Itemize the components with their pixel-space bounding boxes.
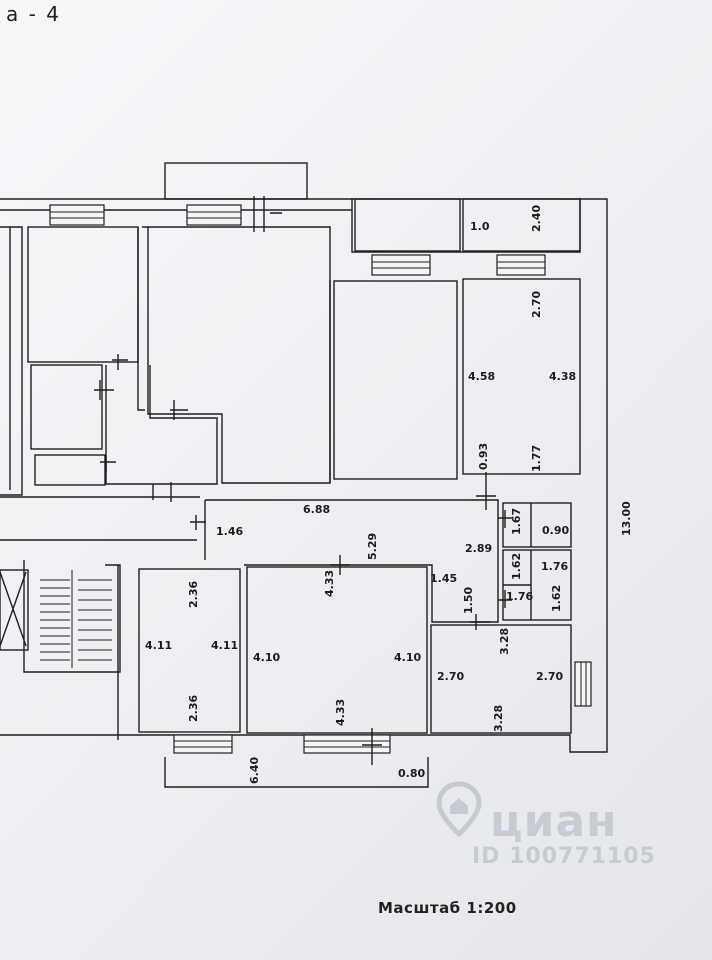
room-small-wc <box>30 364 103 450</box>
dim-room-s-top: 4.33 <box>323 570 336 597</box>
dim-corridor-left: 1.46 <box>216 525 243 538</box>
dim-room-ne-left: 4.58 <box>468 370 495 383</box>
dim-room-ne-right-lower: 1.77 <box>530 445 543 472</box>
sheet-label: а - 4 <box>6 2 61 26</box>
dim-total-height: 13.00 <box>620 501 633 536</box>
room-small-hall <box>105 365 218 485</box>
room-small-north <box>27 226 139 363</box>
stair-outline <box>23 560 121 673</box>
dim-balcony-tr-w: 1.0 <box>470 220 490 233</box>
dim-bath-lower-top: 1.76 <box>541 560 568 573</box>
house-location-icon <box>436 781 482 838</box>
lift-shaft <box>0 569 29 651</box>
dim-corridor-mid: 5.29 <box>366 533 379 560</box>
watermark-listing-id: ID 100771105 <box>472 844 656 869</box>
watermark-brand: циан <box>490 796 618 847</box>
dim-bath-lower-left: 1.62 <box>510 553 523 580</box>
window-4 <box>496 254 546 276</box>
dim-room-s-left: 4.10 <box>253 651 280 664</box>
dim-kitchen-bottom: 3.28 <box>492 705 505 732</box>
room-south-middle <box>246 566 428 734</box>
scale-label: Масштаб 1:200 <box>378 899 517 917</box>
outer-wall <box>0 198 608 753</box>
dim-kitchen-left: 2.70 <box>437 670 464 683</box>
window-1 <box>49 204 105 226</box>
dim-bath-upper-w: 0.90 <box>542 524 569 537</box>
lift-cross <box>0 571 27 647</box>
dim-hall-right: 1.45 <box>430 572 457 585</box>
dim-corridor-length: 6.88 <box>303 503 330 516</box>
balcony-top-right <box>462 198 581 252</box>
room-north-middle <box>333 280 458 480</box>
dim-room-ne-right: 4.38 <box>549 370 576 383</box>
window-3 <box>371 254 431 276</box>
window-7 <box>574 661 592 707</box>
stair-treads <box>40 570 112 668</box>
top-balcony <box>164 162 308 200</box>
dim-balcony-tr-h: 2.40 <box>530 205 543 232</box>
window-2 <box>186 204 242 226</box>
dim-kitchen-right: 2.70 <box>536 670 563 683</box>
dim-corridor-right: 2.89 <box>465 542 492 555</box>
dim-room-ne-top: 2.70 <box>530 291 543 318</box>
window-6 <box>303 734 391 754</box>
dim-room-sw-top: 2.36 <box>187 581 200 608</box>
room-small-store <box>34 454 106 486</box>
dim-balcony-bottom-w: 6.40 <box>248 757 261 784</box>
bathroom-upper <box>502 502 572 548</box>
balcony-top-left <box>354 198 461 252</box>
corridor-main <box>205 499 499 623</box>
dim-room-sw-bottom: 2.36 <box>187 695 200 722</box>
dim-bath-upper-h: 1.67 <box>510 508 523 535</box>
window-mullions <box>50 211 587 748</box>
window-5 <box>173 734 233 754</box>
dim-room-sw-left: 4.11 <box>145 639 172 652</box>
windows <box>49 204 592 754</box>
room-south-west <box>138 568 241 733</box>
kitchen <box>430 624 572 734</box>
dim-bath-lower-right: 1.62 <box>550 585 563 612</box>
dim-room-s-right: 4.10 <box>394 651 421 664</box>
room-far-left <box>0 226 23 496</box>
dim-kitchen-top: 3.28 <box>498 628 511 655</box>
dim-balcony-bottom-h: 0.80 <box>398 767 425 780</box>
room-north-east <box>462 278 581 475</box>
bottom-balcony <box>164 757 429 788</box>
dim-room-sw-right: 4.11 <box>211 639 238 652</box>
dim-room-s-bottom: 4.33 <box>334 699 347 726</box>
wall-large-left <box>137 227 145 411</box>
door-marks <box>94 196 512 765</box>
dim-hall-bottom: 1.50 <box>462 587 475 614</box>
dim-bath-lower-bottom: 1.76 <box>506 590 533 603</box>
dim-room-ne-left-lower: 0.93 <box>477 443 490 470</box>
room-north-large <box>142 226 331 484</box>
